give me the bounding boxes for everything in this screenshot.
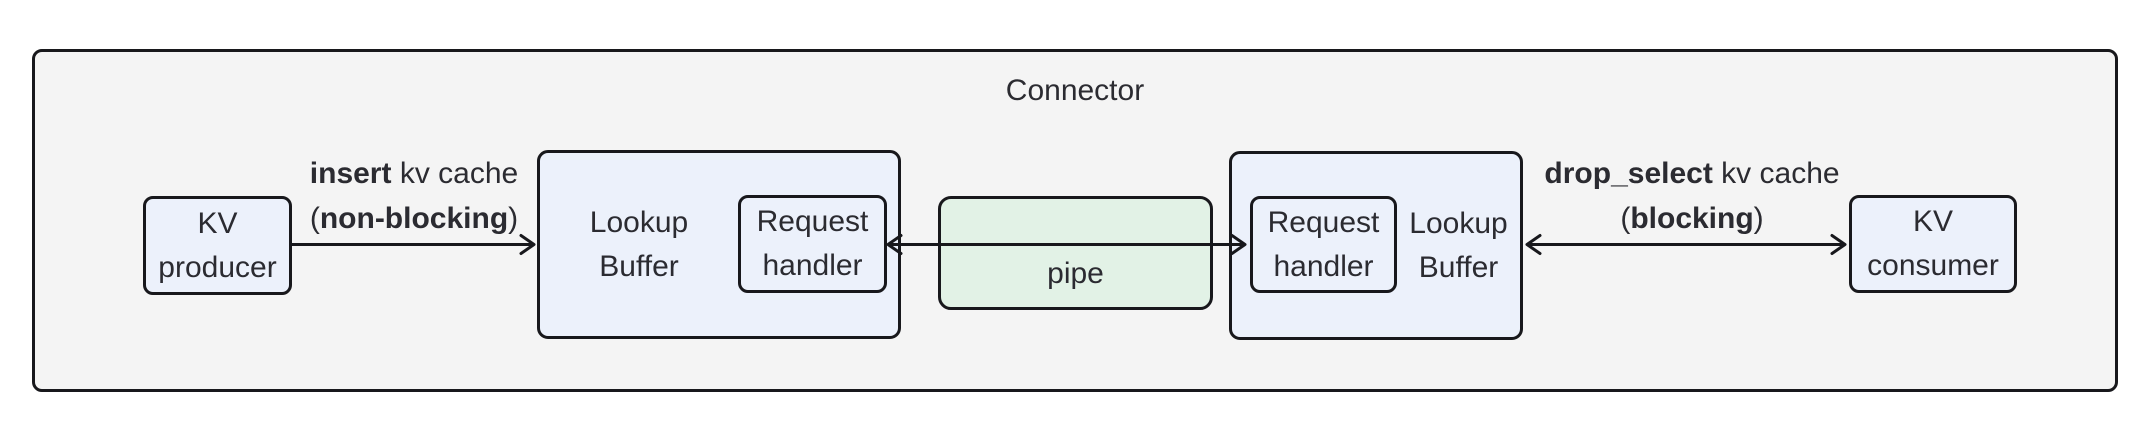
request-handler-right-node: Request handler [1250,196,1397,293]
lookup-buffer-right-label-line2: Buffer [1418,250,1499,284]
kv-producer-label-line2: producer [158,250,277,284]
kv-consumer-label-line2: consumer [1867,249,1999,282]
lookup-buffer-right-label: Lookup Buffer [1397,154,1520,337]
lookup-buffer-left-node: Lookup Buffer Request handler [537,150,901,339]
insert-open-paren: ( [309,202,320,235]
drop-select-edge-label: drop_select kv cache (blocking) [1482,151,1902,241]
lookup-buffer-right-node: Request handler Lookup Buffer [1229,151,1523,340]
insert-suffix-text: kv cache [399,157,519,190]
pipe-node: pipe [938,196,1213,310]
request-handler-left-label-line2: handler [762,249,863,282]
kv-consumer-label-line1: KV [1912,205,1954,238]
drop-select-edge-label-line1: drop_select kv cache [1482,151,1902,196]
insert-edge-label-line2: (non-blocking) [244,196,584,241]
drop-select-edge-label-line2: (blocking) [1482,196,1902,241]
kv-consumer-node: KV consumer [1849,195,2017,293]
drop-select-mode-text: blocking [1630,202,1754,235]
lookup-buffer-right-label-line1: Lookup [1409,206,1508,240]
insert-close-paren: ) [508,202,519,235]
kv-producer-node: KV producer [143,196,292,295]
drop-select-suffix-text: kv cache [1721,157,1840,190]
lookup-buffer-left-label: Lookup Buffer [540,153,738,336]
request-handler-right-label-line1: Request [1267,205,1380,239]
request-handler-left-label-line1: Request [756,205,869,238]
drop-select-open-paren: ( [1620,202,1631,235]
pipe-label: pipe [1047,257,1104,290]
lookup-buffer-left-label-line2: Buffer [599,249,679,283]
drop-select-method-text: drop_select [1544,157,1713,190]
request-handler-left-node: Request handler [738,195,887,293]
request-handler-right-label-line2: handler [1273,249,1374,283]
connector-title: Connector [1005,74,1145,107]
insert-edge-label: insert kv cache (non-blocking) [244,151,584,241]
insert-method-text: insert [309,157,392,190]
insert-edge-label-line1: insert kv cache [244,151,584,196]
insert-mode-text: non-blocking [319,202,509,235]
drop-select-close-paren: ) [1753,202,1764,235]
kv-producer-label-line1: KV [197,206,238,240]
lookup-buffer-left-label-line1: Lookup [589,205,689,239]
